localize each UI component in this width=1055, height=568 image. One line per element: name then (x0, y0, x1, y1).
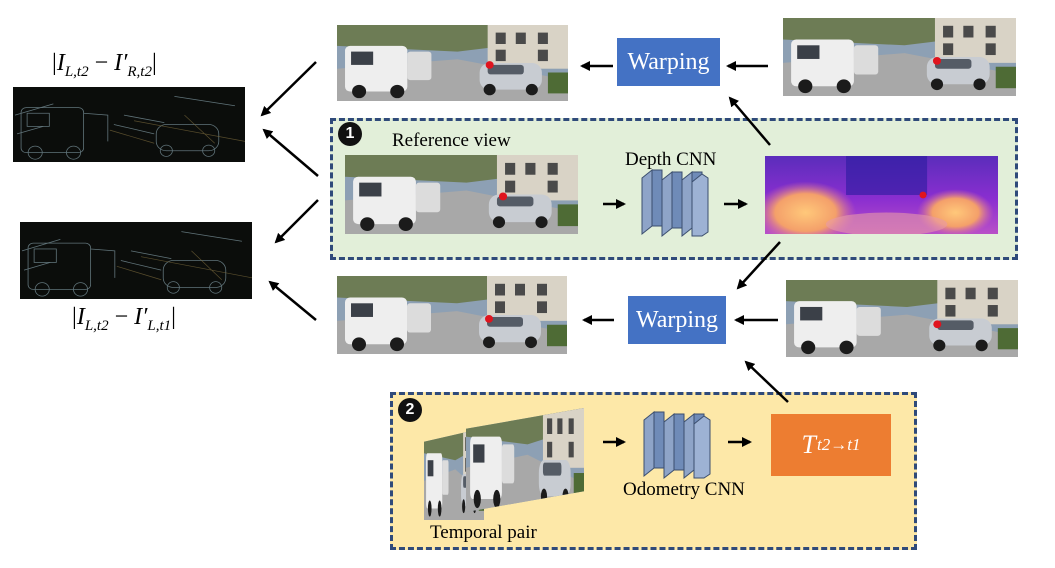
loss-formula-top: |IL,t2 − I′R,t2| (52, 50, 157, 80)
previous-frame-image (786, 280, 1018, 357)
arrow-ref-to-loss-top (262, 128, 319, 177)
photometric-loss-image-bottom (20, 222, 252, 299)
warped-image-bottom (337, 276, 567, 354)
reference-view-label: Reference view (392, 130, 511, 151)
right-stereo-image (783, 18, 1016, 96)
temporal-pair-label: Temporal pair (430, 522, 537, 543)
loss-formula-bottom: |IL,t2 − I′L,t1| (72, 304, 176, 334)
depth-map-image (765, 156, 998, 234)
arrow-ref-to-loss-bottom (274, 199, 319, 244)
depth-cnn-label: Depth CNN (625, 149, 717, 170)
reference-view-image (345, 155, 578, 234)
photometric-loss-image-top (13, 87, 245, 162)
badge-1: 1 (338, 122, 362, 146)
odometry-cnn-icon (638, 410, 718, 480)
warping-box-bottom: Warping (628, 296, 726, 344)
arrow-warped-top-to-loss-top (260, 61, 317, 117)
badge-2: 2 (398, 398, 422, 422)
warping-box-top: Warping (617, 38, 720, 86)
odometry-cnn-label: Odometry CNN (623, 479, 745, 500)
warped-image-top (337, 25, 568, 101)
depth-cnn-icon (636, 168, 716, 238)
arrow-warped-bottom-to-loss-bottom (268, 280, 317, 321)
